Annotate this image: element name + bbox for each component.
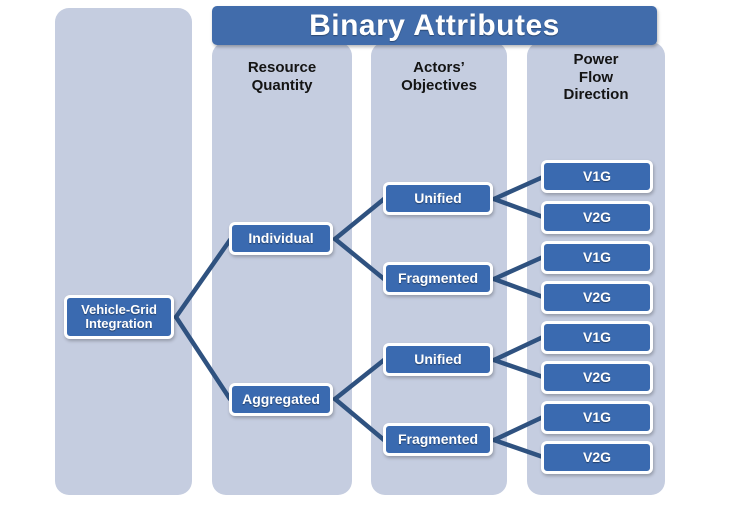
node-leaf-8[interactable]: V2G [541, 441, 653, 474]
band-resource-quantity-column [212, 42, 352, 495]
column-header-power-flow-direction: Power Flow Direction [563, 51, 629, 104]
node-leaf-3[interactable]: V1G [541, 241, 653, 274]
node-individual[interactable]: Individual [229, 222, 333, 255]
node-leaf-5[interactable]: V1G [541, 321, 653, 354]
node-unified-aggregated[interactable]: Unified [383, 343, 493, 376]
column-header-resource-quantity: Resource Quantity [247, 59, 317, 94]
node-vehicle-grid-integration[interactable]: Vehicle-Grid Integration [64, 295, 174, 339]
node-unified-individual[interactable]: Unified [383, 182, 493, 215]
diagram-title-bar: Binary Attributes [212, 6, 657, 45]
band-root-column [55, 8, 192, 495]
diagram-title-text: Binary Attributes [309, 8, 560, 42]
node-leaf-7[interactable]: V1G [541, 401, 653, 434]
node-fragmented-individual[interactable]: Fragmented [383, 262, 493, 295]
node-aggregated[interactable]: Aggregated [229, 383, 333, 416]
node-leaf-4[interactable]: V2G [541, 281, 653, 314]
node-fragmented-aggregated[interactable]: Fragmented [383, 423, 493, 456]
node-leaf-1[interactable]: V1G [541, 160, 653, 193]
node-leaf-6[interactable]: V2G [541, 361, 653, 394]
column-header-actors-objectives: Actors’ Objectives [401, 59, 477, 94]
node-leaf-2[interactable]: V2G [541, 201, 653, 234]
